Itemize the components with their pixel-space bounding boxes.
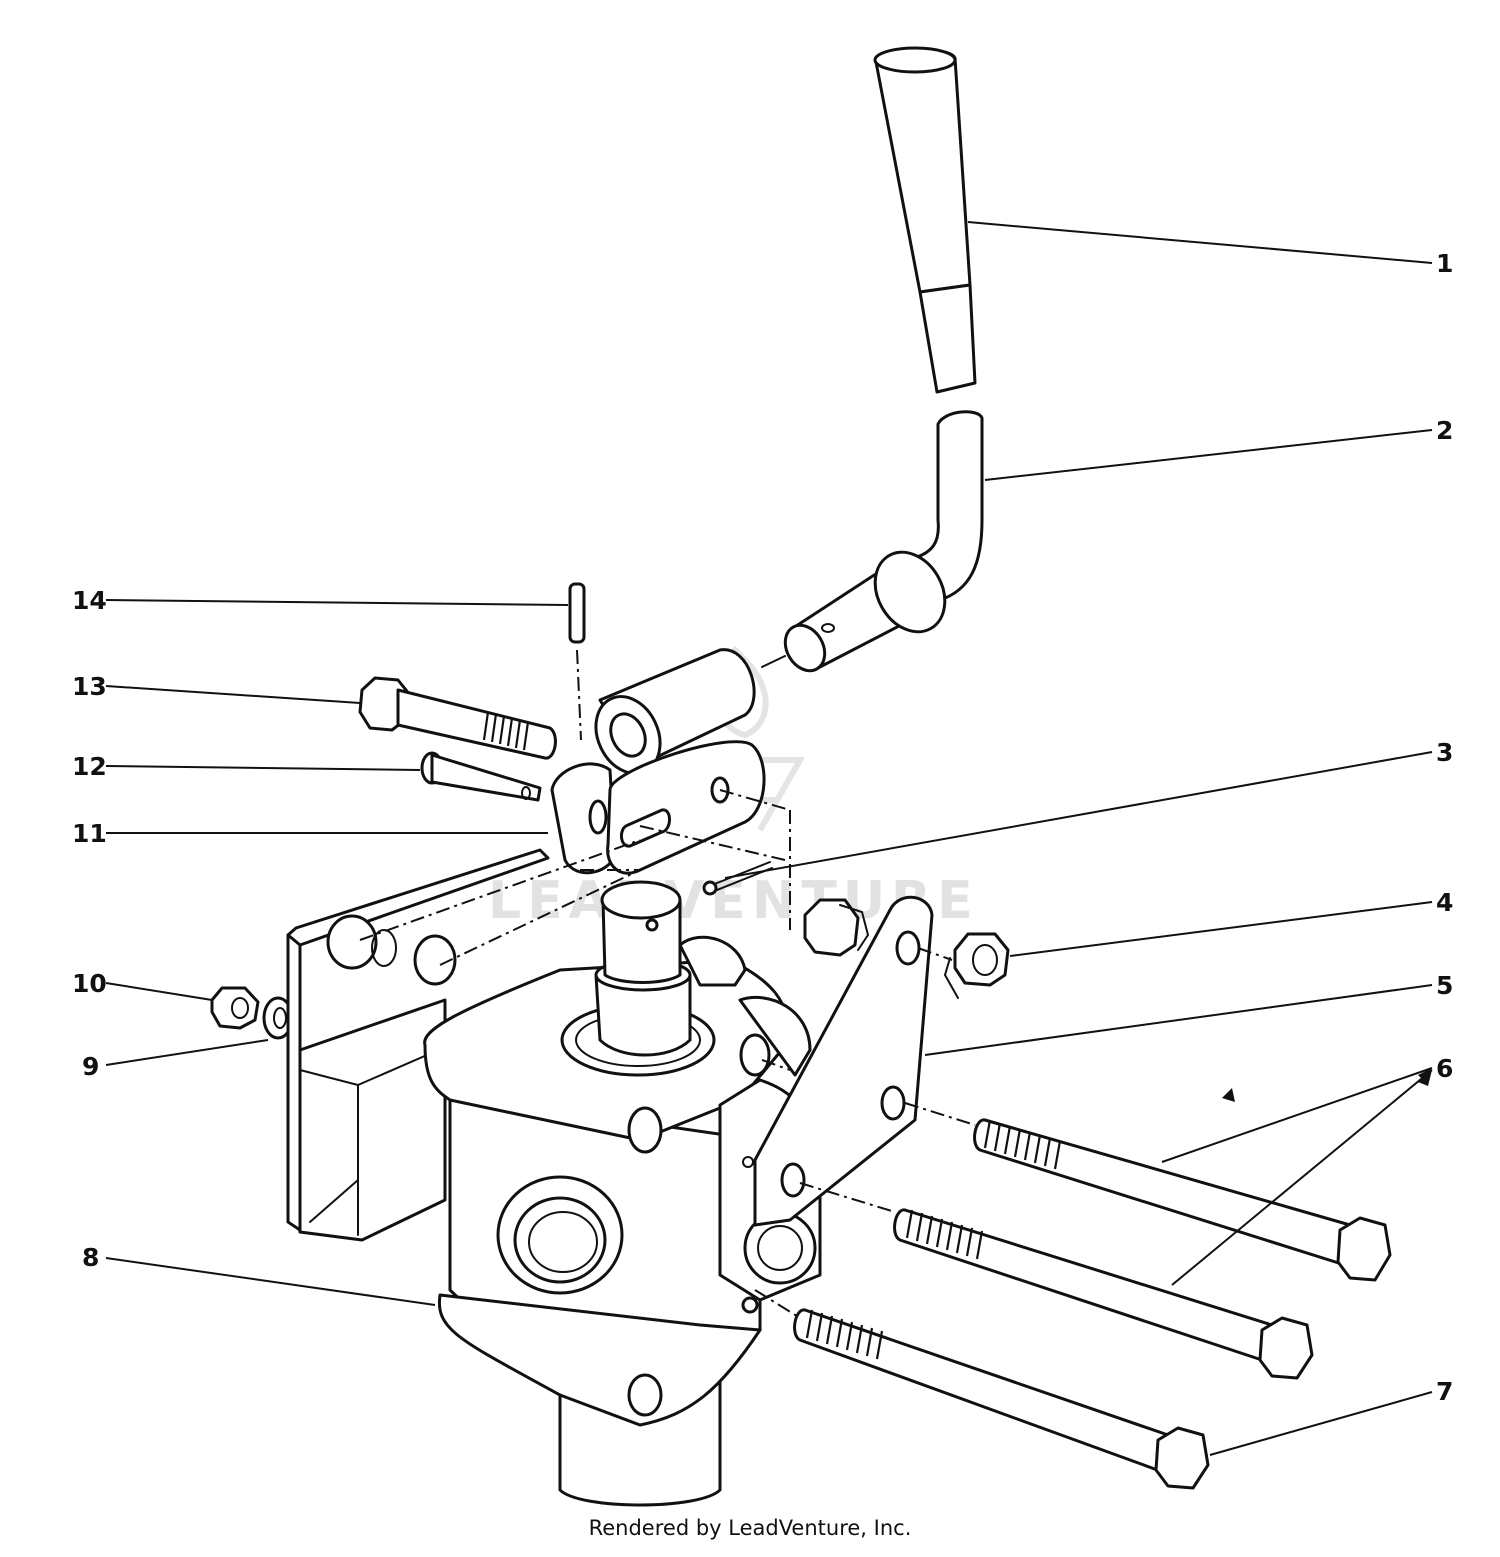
roll-pin [568, 582, 586, 741]
callout-14: 14 [72, 586, 107, 615]
leader-lines [105, 221, 1433, 1456]
link-plates [550, 740, 766, 875]
callout-numbers: 1 2 3 4 5 6 7 8 9 10 11 12 13 14 [72, 249, 1453, 1406]
callout-3: 3 [1436, 738, 1453, 767]
callout-7: 7 [1436, 1377, 1453, 1406]
callout-12: 12 [72, 752, 107, 781]
long-bolt-upper [973, 1118, 1392, 1282]
callout-9: 9 [82, 1052, 99, 1081]
callout-4: 4 [1436, 888, 1453, 917]
long-bolt-lower [793, 1308, 1210, 1490]
mounting-bracket [286, 848, 550, 1242]
callout-11: 11 [72, 819, 107, 848]
castle-nut-right [943, 932, 1010, 999]
bracket-plate [753, 895, 934, 1227]
long-bolt-middle [893, 1208, 1314, 1380]
hex-nut-small [210, 986, 260, 1030]
pivot-bolt [358, 676, 557, 760]
callout-5: 5 [1436, 971, 1453, 1000]
leader-arrowheads [1222, 1068, 1432, 1102]
clevis-pin [420, 751, 542, 802]
callout-2: 2 [1436, 416, 1453, 445]
lever-arm [783, 410, 984, 673]
callout-10: 10 [72, 969, 107, 998]
handle-grip [873, 46, 977, 394]
callout-1: 1 [1436, 249, 1453, 278]
callout-8: 8 [82, 1243, 99, 1272]
coupling-sleeve [594, 648, 786, 775]
callout-6: 6 [1436, 1054, 1453, 1083]
render-credit: Rendered by LeadVenture, Inc. [588, 1516, 912, 1540]
castle-nut-left [803, 898, 870, 957]
callout-13: 13 [72, 672, 107, 701]
valve-body [423, 880, 812, 1507]
